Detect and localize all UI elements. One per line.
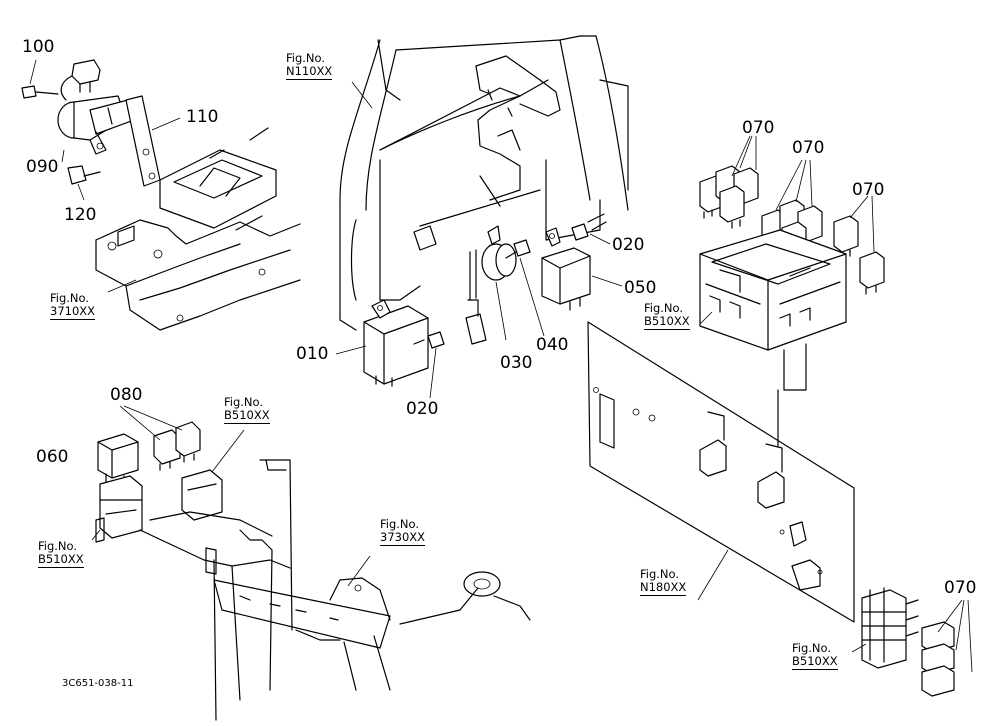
callout-020-lower: 020	[406, 399, 439, 419]
relay-group-070-right	[833, 215, 885, 295]
ref-label: Fig.No.	[224, 395, 264, 409]
panel-n180xx	[587, 321, 855, 623]
ref-b510xx-bottom: Fig.No. B510XX	[792, 642, 838, 670]
frame-3730xx	[139, 459, 531, 721]
ref-number: N110XX	[286, 64, 333, 80]
callout-090: 090	[26, 157, 59, 177]
dash-panel-n110xx	[339, 35, 629, 331]
relay-050	[541, 227, 591, 311]
ref-3710xx: Fig.No. 3710XX	[50, 291, 96, 320]
ref-label: Fig.No.	[38, 539, 78, 553]
buzzer-030	[465, 225, 517, 345]
relay-socket-b510xx	[95, 475, 143, 543]
module-010	[363, 299, 429, 387]
solenoid-assembly	[21, 59, 135, 155]
screw-020-upper	[571, 213, 607, 241]
callout-120: 120	[64, 205, 97, 225]
callout-100: 100	[22, 37, 55, 57]
ref-number: B510XX	[792, 654, 838, 670]
housing-3710xx	[95, 127, 301, 331]
relay-080	[153, 421, 201, 471]
ref-b510xx-top: Fig.No. B510XX	[224, 396, 270, 424]
socket-b510xx-upper	[181, 469, 223, 521]
callout-030: 030	[500, 353, 533, 373]
ref-number: B510XX	[224, 408, 270, 424]
ref-number: B510XX	[38, 552, 84, 568]
relay-group-070-left	[699, 165, 759, 229]
callout-070-middle: 070	[792, 138, 825, 158]
bracket-110	[125, 95, 161, 187]
ref-number: 3710XX	[50, 304, 96, 320]
fuse-box-b510xx	[699, 229, 847, 391]
ref-label: Fig.No.	[286, 51, 326, 65]
ref-number: N180XX	[640, 580, 687, 596]
ref-label: Fig.No.	[640, 567, 680, 581]
ref-3730xx: Fig.No. 3730XX	[380, 517, 426, 546]
screw-020-lower	[413, 331, 445, 349]
ref-label: Fig.No.	[644, 301, 684, 315]
callout-040: 040	[536, 335, 569, 355]
ref-label: Fig.No.	[792, 641, 832, 655]
relay-group-070-bottom	[921, 621, 955, 697]
callout-050: 050	[624, 278, 657, 298]
ref-number: B510XX	[644, 314, 690, 330]
ref-b510xx-left: Fig.No. B510XX	[38, 540, 84, 568]
bolt-040	[505, 239, 531, 259]
callout-070-left: 070	[742, 118, 775, 138]
callout-010: 010	[296, 344, 329, 364]
callout-070-right: 070	[852, 180, 885, 200]
ref-n110xx: Fig.No. N110XX	[286, 51, 333, 80]
bolt-120	[67, 165, 101, 185]
callout-060: 060	[36, 447, 69, 467]
drawing-code: 3C651-038-11	[62, 678, 134, 689]
callout-020-upper: 020	[612, 235, 645, 255]
ref-label: Fig.No.	[380, 517, 420, 531]
callout-110: 110	[186, 107, 219, 127]
fuse-holder-b510xx	[861, 587, 919, 669]
ref-b510xx-fusebox: Fig.No. B510XX	[644, 302, 690, 330]
ref-n180xx: Fig.No. N180XX	[640, 567, 687, 596]
ref-label: Fig.No.	[50, 291, 90, 305]
callout-080: 080	[110, 385, 143, 405]
relay-060	[97, 433, 139, 485]
ref-number: 3730XX	[380, 530, 426, 546]
callout-070-bottom: 070	[944, 578, 977, 598]
